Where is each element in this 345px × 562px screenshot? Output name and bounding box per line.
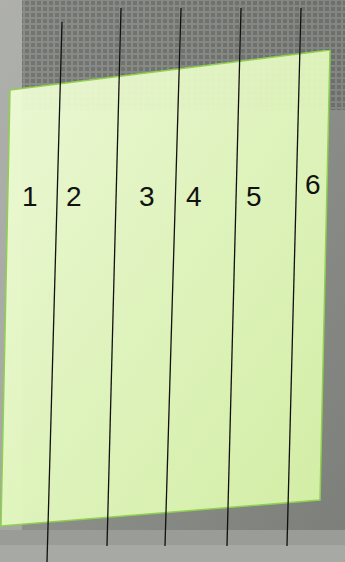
strip-number: 1 (22, 183, 38, 211)
strip-number: 2 (66, 183, 82, 211)
green-panel: 12 3 4 5 6 (0, 50, 332, 528)
strip-number: 5 (246, 183, 262, 211)
strip-number: 6 (305, 171, 321, 199)
strip-number: 3 (139, 183, 155, 211)
strip-number: 4 (186, 183, 202, 211)
panel-shape (0, 50, 332, 528)
